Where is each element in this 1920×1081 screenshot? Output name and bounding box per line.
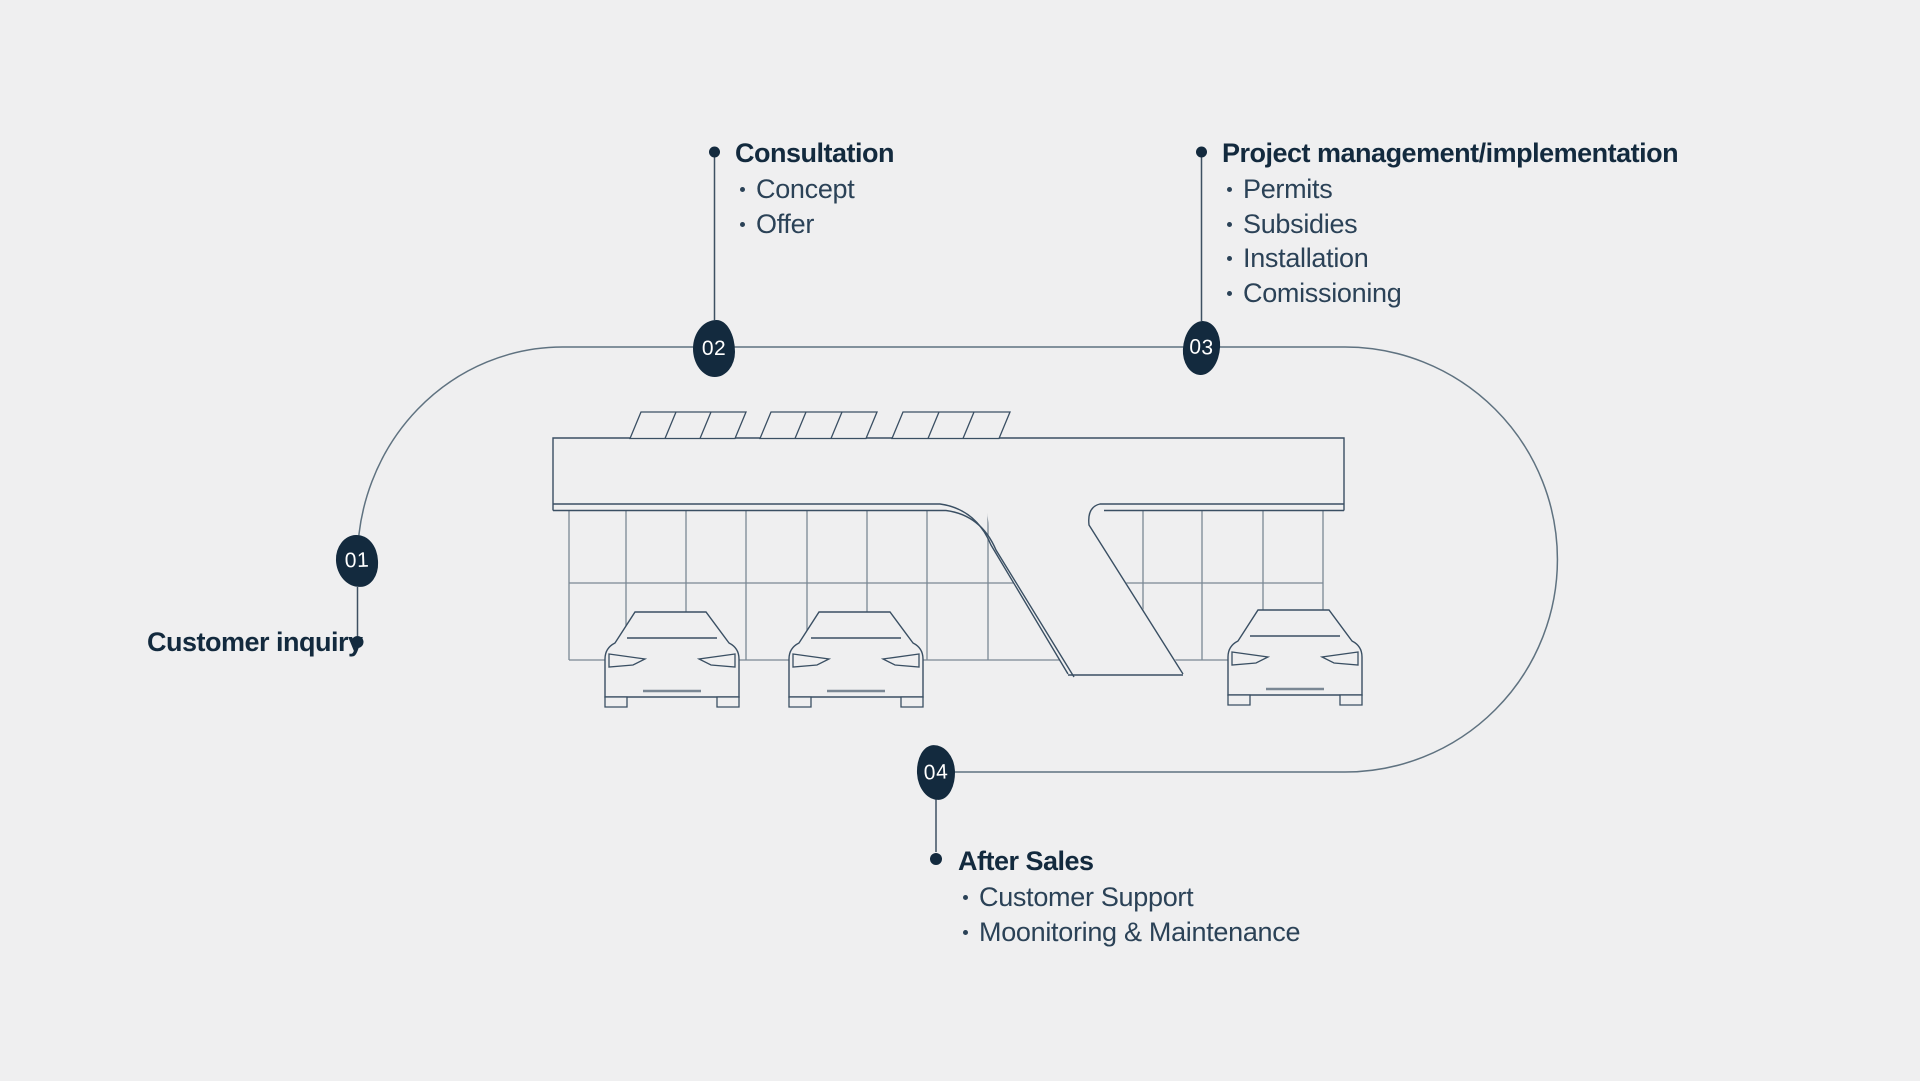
step-title: After Sales — [958, 846, 1094, 876]
step-badge-02: 02 — [693, 320, 735, 377]
step-title: Consultation — [735, 138, 894, 168]
headlight-left — [608, 653, 648, 668]
swoosh-upper-edge — [553, 503, 1069, 675]
section-project-management: Project management/implementation Permit… — [1222, 138, 1679, 310]
swoosh-support — [553, 503, 1344, 678]
section-customer-inquiry: Customer inquiry — [147, 627, 363, 657]
connector-lines — [356, 157, 1203, 852]
step-item: Customer Support — [958, 880, 1300, 915]
wheels — [1227, 694, 1363, 706]
wheels — [788, 696, 924, 708]
step-title: Project management/implementation — [1222, 138, 1679, 168]
step-item-list: Customer Support Moonitoring & Maintenan… — [958, 880, 1301, 950]
canopy-slab-fill — [553, 438, 1344, 504]
journey-loop-path — [356, 346, 1559, 773]
node-dot-aftersales — [930, 853, 942, 865]
passage-right-edge — [1088, 503, 1344, 675]
swoosh-band-fill — [940, 503, 1076, 679]
step-item: Offer — [735, 207, 894, 242]
step-item: Installation — [1222, 241, 1678, 276]
step-item: Subsidies — [1222, 207, 1678, 242]
step-item: Permits — [1222, 172, 1678, 207]
passage-opening — [986, 505, 1185, 679]
solar-panel-group-1 — [629, 411, 747, 440]
headlight-right — [880, 653, 920, 668]
step-title: Customer inquiry — [147, 627, 363, 657]
car-left — [604, 611, 740, 708]
headlight-right — [1319, 651, 1359, 666]
step-item: Concept — [735, 172, 894, 207]
step-item-list: Concept Offer — [735, 172, 894, 241]
car-middle — [788, 611, 924, 708]
node-dot-inquiry — [351, 636, 364, 648]
section-consultation: Consultation Concept Offer — [735, 138, 894, 241]
building-illustration — [552, 411, 1363, 708]
step-item: Comissioning — [1222, 276, 1678, 311]
cars — [604, 609, 1363, 708]
wheels — [604, 696, 740, 708]
solar-panels — [629, 411, 1011, 440]
solar-panel-group-3 — [891, 411, 1011, 440]
headlight-right — [696, 653, 736, 668]
headlight-left — [792, 653, 832, 668]
solar-panel-group-2 — [759, 411, 878, 440]
step-item: Moonitoring & Maintenance — [958, 915, 1301, 950]
headlight-left — [1231, 651, 1271, 666]
node-dot-consultation — [709, 146, 720, 158]
node-dot-project — [1196, 146, 1207, 158]
car-right — [1227, 609, 1363, 706]
swoosh-lower-edge — [553, 509, 1075, 678]
step-item-list: Permits Subsidies Installation Comission… — [1222, 172, 1678, 310]
section-after-sales: After Sales Customer Support Moonitoring… — [958, 846, 1301, 950]
label-node-dots — [351, 146, 1207, 865]
